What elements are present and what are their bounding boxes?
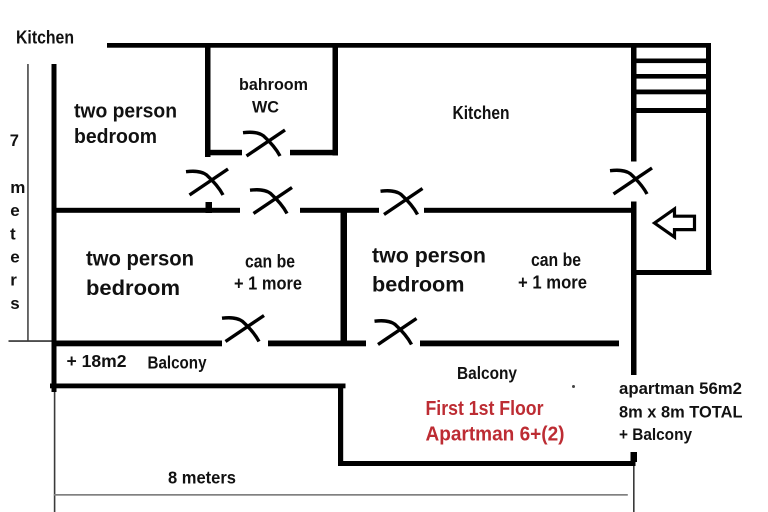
svg-text:two person: two person [372, 245, 486, 268]
svg-text:s: s [10, 294, 19, 313]
svg-text:WC: WC [252, 98, 279, 117]
svg-text:Kitchen: Kitchen [16, 27, 74, 48]
svg-text:Kitchen: Kitchen [453, 103, 510, 123]
svg-text:apartman 56m2: apartman 56m2 [619, 379, 742, 398]
svg-text:Balcony: Balcony [148, 352, 207, 372]
svg-text:two person: two person [86, 248, 194, 271]
svg-text:Balcony: Balcony [457, 363, 517, 383]
svg-text:8 meters: 8 meters [168, 468, 236, 488]
svg-text:e: e [10, 247, 19, 266]
svg-text:8m x 8m TOTAL: 8m x 8m TOTAL [619, 403, 743, 422]
svg-text:First 1st Floor: First 1st Floor [426, 398, 544, 420]
svg-text:can be: can be [531, 249, 581, 270]
svg-text:+ 1 more: + 1 more [518, 272, 587, 293]
svg-text:r: r [10, 271, 17, 290]
svg-text:+ 18m2: + 18m2 [67, 351, 127, 371]
svg-text:e: e [10, 201, 19, 220]
svg-text:bahroom: bahroom [239, 75, 308, 94]
svg-text:Apartman 6+(2): Apartman 6+(2) [426, 423, 565, 445]
svg-text:+ Balcony: + Balcony [619, 425, 692, 444]
svg-text:bedroom: bedroom [74, 126, 157, 148]
svg-text:can be: can be [245, 251, 295, 272]
svg-text:t: t [10, 224, 16, 243]
svg-text:bedroom: bedroom [86, 277, 180, 300]
svg-text:m: m [10, 178, 25, 197]
svg-text:two person: two person [74, 101, 177, 123]
svg-text:bedroom: bedroom [372, 274, 465, 297]
svg-text:+ 1 more: + 1 more [234, 273, 302, 294]
svg-text:7: 7 [10, 132, 19, 150]
